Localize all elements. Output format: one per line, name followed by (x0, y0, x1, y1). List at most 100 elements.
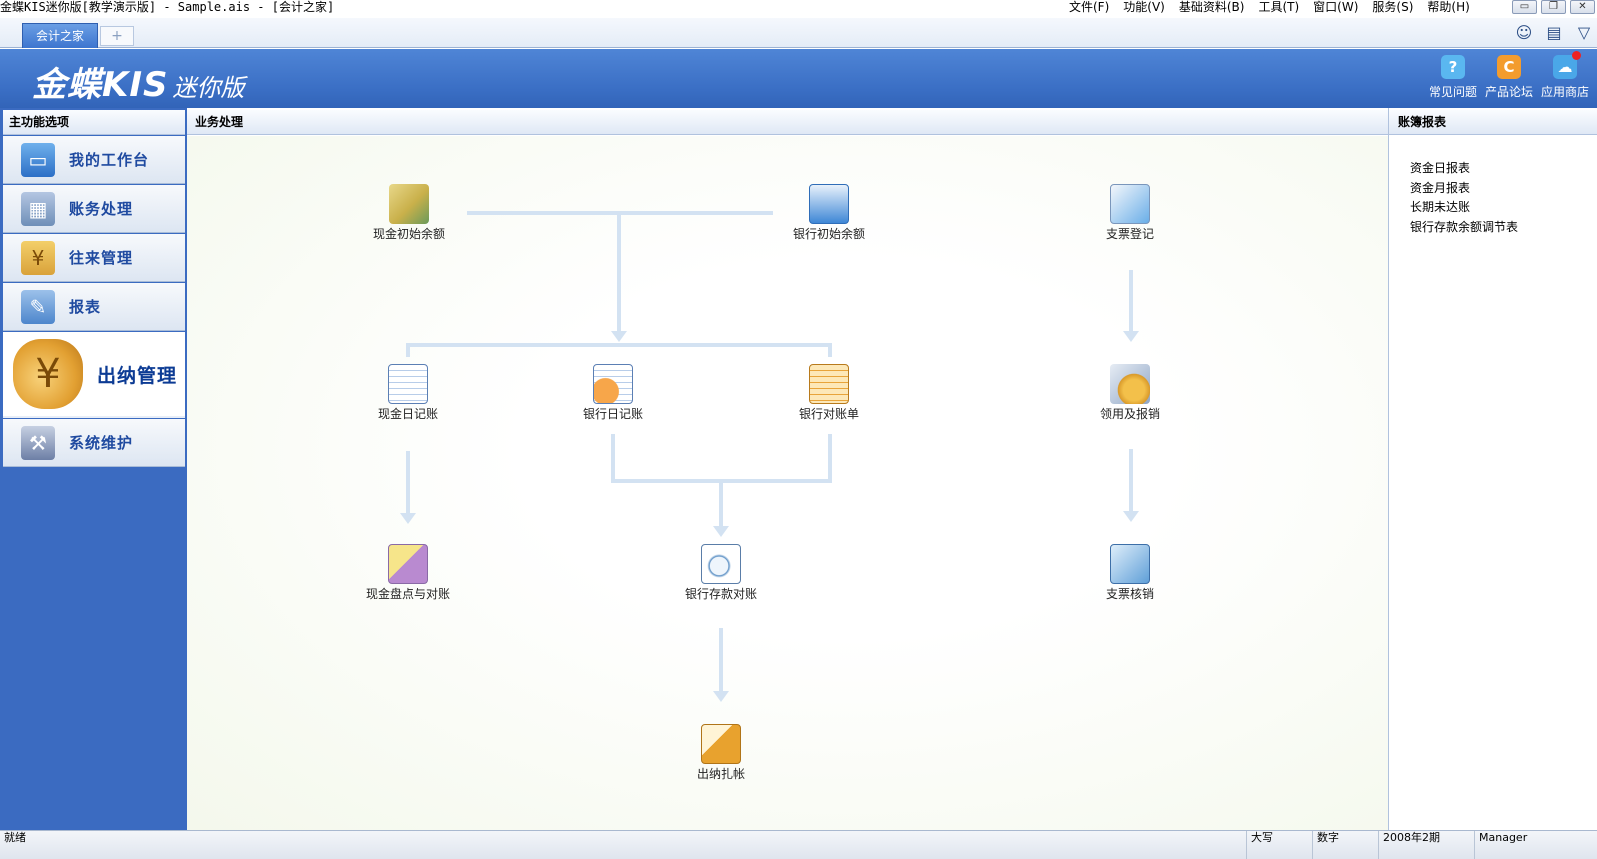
window-controls: ▭ ❐ ✕ (1512, 0, 1597, 14)
logo-sub: 迷你版 (172, 74, 245, 102)
tab-accounting-home[interactable]: 会计之家 (22, 23, 98, 48)
report-link-daily-funds[interactable]: 资金日报表 (1410, 161, 1471, 175)
status-num: 数字 (1312, 831, 1378, 859)
nav-label-workbench: 我的工作台 (69, 151, 150, 169)
menu-file[interactable]: 文件(F) (1069, 0, 1110, 14)
help-icon: ? (1441, 55, 1465, 79)
flow-node-bank-reconciliation[interactable]: 银行存款对账 (666, 544, 776, 601)
menu-window[interactable]: 窗口(W) (1313, 0, 1359, 14)
menu-basic-data[interactable]: 基础资料(B) (1178, 0, 1245, 14)
flow-label-cheque-writeoff: 支票核销 (1105, 587, 1154, 601)
menu-service[interactable]: 服务(S) (1372, 0, 1414, 14)
status-bar: 就绪 大写 数字 2008年2期 Manager (0, 830, 1597, 859)
flow-node-use-and-reimburse[interactable]: 领用及报销 (1075, 364, 1185, 421)
menu-bar: 文件(F) 功能(V) 基础资料(B) 工具(T) 窗口(W) 服务(S) 帮助… (1062, 0, 1477, 16)
ledger-reports-header: 账簿报表 (1389, 110, 1597, 135)
nav-label-reports: 报表 (69, 298, 102, 316)
smiley-icon[interactable]: ☺ (1515, 23, 1533, 42)
bank-statement-icon (809, 364, 849, 404)
minimize-button[interactable]: ▭ (1512, 0, 1537, 14)
flow-node-cheque-writeoff[interactable]: 支票核销 (1075, 544, 1185, 601)
flow-node-bank-journal[interactable]: 银行日记账 (558, 364, 668, 421)
nav-item-reports[interactable]: ✎ 报表 (3, 283, 185, 331)
money-bag-icon: ¥ (21, 240, 55, 275)
nav-label-accounting: 账务处理 (69, 200, 134, 218)
nav-item-cashier[interactable]: ¥ 出纳管理 (3, 332, 185, 418)
flow-node-cheque-registration[interactable]: 支票登记 (1075, 184, 1185, 241)
coins-icon (1110, 364, 1150, 404)
window-title: 金蝶KIS迷你版[教学演示版] - Sample.ais - [会计之家] (0, 0, 335, 14)
cash-count-icon (388, 544, 428, 584)
flow-node-cash-count[interactable]: 现金盘点与对账 (353, 544, 463, 601)
tab-strip: 会计之家 + ☺ ▤ ▽ (0, 18, 1597, 48)
magnifier-icon (701, 544, 741, 584)
flow-label-cashier-close: 出纳扎帐 (696, 767, 745, 781)
flow-label-cheque-registration: 支票登记 (1105, 227, 1154, 241)
status-ready: 就绪 (4, 831, 26, 844)
report-link-long-outstanding[interactable]: 长期未达账 (1410, 200, 1471, 214)
nav-item-maintenance[interactable]: ⚒ 系统维护 (3, 419, 185, 467)
flow-diagram: 现金初始余额 银行初始余额 支票登记 现金日记账 银行日记账 银行对账单 领用及… (187, 136, 1388, 830)
flow-node-cash-initial-balance[interactable]: 现金初始余额 (354, 184, 464, 241)
tool-icons: ☺ ▤ ▽ (1515, 24, 1593, 42)
ledger-reports-list: 资金日报表 资金月报表 长期未达账 银行存款余额调节表 (1410, 159, 1518, 237)
main-function-panel: 主功能选项 ▭ 我的工作台 ▦ 账务处理 ¥ 往来管理 ✎ 报表 ¥ 出纳管理 … (0, 108, 187, 830)
banner-links: ? 常见问题 C 产品论坛 ☁ 应用商店 (1429, 51, 1590, 100)
store-link[interactable]: ☁ 应用商店 (1541, 51, 1590, 100)
menu-help[interactable]: 帮助(H) (1427, 0, 1470, 14)
flow-node-cashier-close[interactable]: 出纳扎帐 (666, 724, 776, 781)
flow-connectors (400, 211, 1139, 702)
report-link-bank-reconciliation-statement[interactable]: 银行存款余额调节表 (1410, 219, 1519, 234)
report-link-monthly-funds[interactable]: 资金月报表 (1410, 180, 1471, 195)
faq-link[interactable]: ? 常见问题 (1429, 55, 1477, 100)
nav-item-accounting[interactable]: ▦ 账务处理 (3, 185, 185, 233)
title-bar: 金蝶KIS迷你版[教学演示版] - Sample.ais - [会计之家] 文件… (0, 0, 1597, 16)
bank-journal-icon (593, 364, 633, 404)
add-tab-button[interactable]: + (100, 26, 134, 46)
flow-label-bank-statement: 银行对账单 (798, 407, 859, 421)
flow-label-bank-journal: 银行日记账 (582, 407, 643, 421)
nav-label-cashier: 出纳管理 (97, 364, 178, 387)
forum-link[interactable]: C 产品论坛 (1485, 55, 1533, 100)
ledger-reports-panel: 账簿报表 资金日报表 资金月报表 长期未达账 银行存款余额调节表 (1388, 108, 1597, 830)
store-icon: ☁ (1553, 51, 1581, 79)
status-period: 2008年2期 (1378, 831, 1474, 859)
nav-item-receivables[interactable]: ¥ 往来管理 (3, 234, 185, 282)
restore-button[interactable]: ❐ (1541, 0, 1566, 14)
nav-item-workbench[interactable]: ▭ 我的工作台 (3, 136, 185, 184)
report-icon: ✎ (21, 289, 55, 324)
nav-label-maintenance: 系统维护 (69, 434, 134, 452)
dropdown-icon[interactable]: ▽ (1577, 23, 1591, 42)
menu-tools[interactable]: 工具(T) (1258, 0, 1300, 14)
status-caps: 大写 (1246, 831, 1312, 859)
flow-label-use-and-reimburse: 领用及报销 (1099, 407, 1160, 421)
status-user: Manager (1474, 831, 1597, 859)
flow-node-bank-statement[interactable]: 银行对账单 (774, 364, 884, 421)
forum-icon: C (1497, 55, 1521, 79)
business-panel: 业务处理 (187, 108, 1388, 830)
cheque-pen-icon (1110, 184, 1150, 224)
message-icon[interactable]: ▤ (1546, 23, 1562, 42)
logo-main: 金蝶KIS (32, 65, 169, 105)
clipboard-icon (701, 724, 741, 764)
flow-node-cash-journal[interactable]: 现金日记账 (353, 364, 463, 421)
cash-notes-icon (389, 184, 429, 224)
forum-label: 产品论坛 (1485, 85, 1534, 99)
menu-function[interactable]: 功能(V) (1123, 0, 1165, 14)
tools-icon: ⚒ (21, 425, 55, 460)
cheque-check-icon (1110, 544, 1150, 584)
main-function-header: 主功能选项 (3, 110, 185, 135)
flow-node-bank-initial-balance[interactable]: 银行初始余额 (774, 184, 884, 241)
flow-label-cash-initial-balance: 现金初始余额 (372, 227, 445, 241)
bank-book-icon (809, 184, 849, 224)
monitor-icon: ▭ (21, 142, 55, 177)
business-header: 业务处理 (187, 110, 1388, 135)
store-label: 应用商店 (1541, 85, 1590, 99)
flow-label-cash-journal: 现金日记账 (377, 407, 438, 421)
faq-label: 常见问题 (1429, 85, 1478, 99)
cash-journal-icon (388, 364, 428, 404)
cashier-icon: ¥ (13, 339, 83, 409)
close-button[interactable]: ✕ (1570, 0, 1595, 14)
